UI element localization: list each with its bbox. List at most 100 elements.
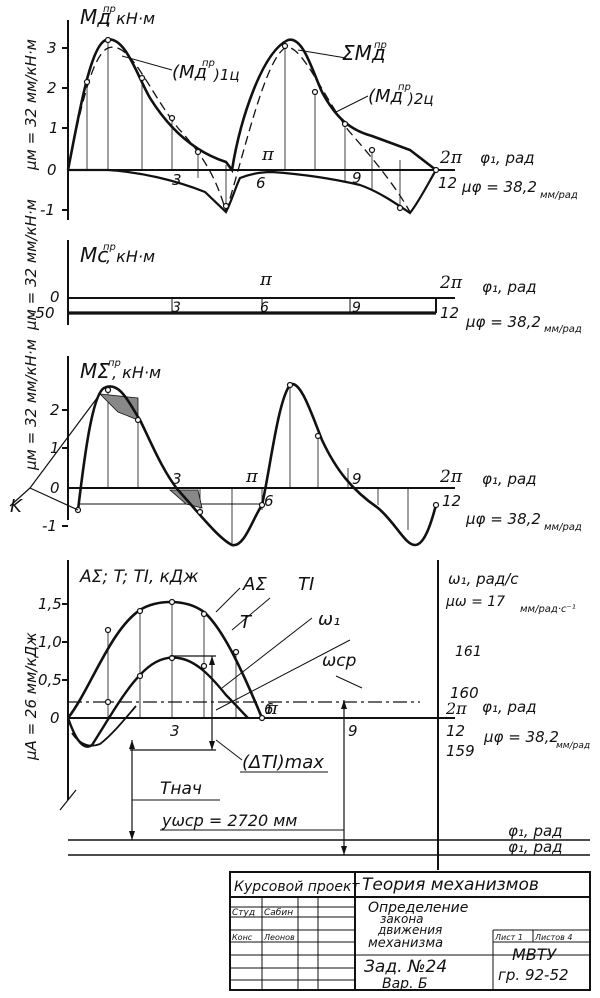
panel2-two-pi: 2π (439, 273, 463, 293)
stamp-doc-title-4: механизма (368, 936, 443, 951)
label-first-cylinder: (Mд (172, 62, 207, 83)
panel2-mark-9: 9 (352, 300, 361, 316)
stamp-org: МВТУ (512, 945, 558, 964)
panel3-ytick-1: 1 (50, 439, 60, 457)
stamp-sheets: Листов 4 (534, 933, 573, 942)
panel1-ytick-1: 1 (49, 119, 59, 137)
stamp-name-consultant: Леонов (263, 933, 295, 942)
label-second-cylinder: (Mд (368, 86, 403, 107)
curve-omega-start (71, 705, 137, 747)
panel3-axis-label: φ₁, рад (482, 470, 537, 488)
panel2-title-sup: пр (103, 242, 116, 253)
panel1-ytick-m1: -1 (40, 201, 55, 219)
lower-axis-label-1: φ₁, рад (508, 822, 563, 840)
stamp-sheet: Лист 1 (494, 933, 523, 942)
panel3-mark-9: 9 (352, 470, 362, 488)
panel-total-torque: MΣ пр , кН·м μм = 32 мм/кН·м 2 1 0 -1 K … (9, 339, 582, 547)
panel3-pi: π (245, 466, 259, 487)
panel2-ytick-0: 0 (50, 288, 60, 306)
panel2-title: Mс (80, 243, 108, 267)
label-omega-mean: ωср (322, 651, 357, 671)
omega-tick-161: 161 (455, 644, 482, 660)
panel2-mark-3: 3 (172, 300, 181, 316)
panel4-mark-6: 6 (264, 700, 274, 718)
panel2-scale: μм = 32 мм/кН·м (22, 199, 40, 331)
panel4-mark-12: 12 (446, 722, 465, 740)
panel4-mu-phi-units: мм/рад (556, 741, 590, 751)
panel3-mu-phi-units: мм/рад (544, 522, 582, 533)
panel1-ytick-0: 0 (47, 161, 57, 179)
panel4-two-pi: 2π (445, 699, 467, 718)
panel1-mark-3: 3 (172, 171, 182, 189)
panel1-title-units: , кН·м (106, 9, 155, 28)
panel3-title-units: , кН·м (112, 363, 161, 382)
stamp-role-student: Студ (232, 908, 255, 918)
panel2-pi: π (259, 269, 273, 290)
stamp-subject: Теория механизмов (362, 875, 539, 895)
panel1-title-sup: пр (103, 4, 116, 15)
stamp-doc-title-2: закона (380, 912, 424, 926)
point-k-label: K (10, 496, 23, 517)
panel3-mark-3: 3 (172, 470, 182, 488)
omega-axis-label: ω₁, рад/с (448, 570, 519, 588)
panel2-mu-phi: μφ = 38,2 (465, 313, 541, 331)
stamp-course: Курсовой проект (234, 879, 360, 895)
panel1-ytick-2: 2 (47, 79, 57, 97)
panel3-ytick-2: 2 (50, 401, 60, 419)
label-t-initial: Tнач (160, 779, 202, 799)
panel1-title: Mд (80, 5, 111, 29)
stamp-doc-title-3: движения (377, 923, 442, 937)
panel4-ytick-1-0: 1,0 (38, 633, 62, 651)
label-t: T (240, 612, 253, 633)
omega-tick-160: 160 (450, 684, 479, 702)
curve-total-torque (76, 382, 438, 547)
panel2-ytick-m50: -50 (30, 304, 55, 322)
panel4-mark-3: 3 (170, 722, 180, 740)
label-second-cylinder-sup: пр (398, 82, 411, 93)
panel3-title: MΣ (80, 359, 110, 383)
title-block: Курсовой проект Теория механизмов Студ С… (229, 871, 591, 992)
panel4-ytick-0: 0 (50, 709, 60, 727)
label-y-omega-mean: yωср = 2720 мм (161, 811, 297, 830)
panel-resistance-torque: Mс пр , кН·м μм = 32 мм/кН·м 0 -50 3 6 9… (22, 199, 582, 335)
label-first-cylinder-tail: )1ц (213, 66, 240, 84)
stamp-role-consultant: Конс (232, 933, 253, 942)
panel3-mark-12: 12 (442, 492, 461, 510)
curve-sum-lower (68, 168, 437, 215)
panel1-scale: μм = 32 мм/кН·м (22, 39, 40, 171)
panel1-mark-9: 9 (352, 169, 362, 187)
label-omega: ω₁ (318, 609, 340, 630)
panel3-ytick-0: 0 (50, 479, 60, 497)
panel4-mu-phi: μφ = 38,2 (483, 728, 559, 746)
panel4-scale: μA = 26 мм/кДж (22, 632, 40, 761)
panel3-title-sup: пр (108, 358, 121, 369)
stamp-name-student: Сабин (264, 908, 293, 918)
panel3-mu-phi: μφ = 38,2 (465, 510, 541, 528)
mu-omega: μω = 17 (445, 594, 505, 610)
panel2-mu-phi-units: мм/рад (544, 324, 582, 335)
label-delta-t-max: (ΔTI)max (242, 752, 324, 773)
panel2-title-units: , кН·м (106, 247, 155, 266)
panel4-pi: π (265, 698, 279, 719)
label-a-sum: AΣ (242, 574, 267, 595)
panel3-scale: μм = 32 мм/кН·м (22, 339, 40, 471)
panel3-mark-6: 6 (264, 492, 274, 510)
panel4-title: AΣ; T; TI, кДж (79, 567, 199, 587)
panel3-ytick-m1: -1 (42, 517, 57, 535)
panel1-axis-label: φ₁, рад (480, 149, 535, 167)
label-sum-driving-sup: пр (374, 40, 387, 51)
panel4-axis-label: φ₁, рад (482, 698, 537, 716)
mu-omega-units: мм/рад·с⁻¹ (520, 604, 576, 615)
panel1-pi: π (261, 144, 275, 165)
stamp-variant: Вар. Б (382, 976, 428, 992)
panel2-axis-label: φ₁, рад (482, 278, 537, 296)
panel1-mark-12: 12 (438, 174, 457, 192)
curve-second-cylinder (225, 47, 411, 213)
omega-tick-159: 159 (446, 742, 475, 760)
panel2-mark-6: 6 (260, 300, 269, 316)
panel1-mark-6: 6 (256, 174, 266, 192)
panel4-ytick-0-5: 0,5 (38, 671, 62, 689)
label-sum-driving: ΣMд (342, 41, 386, 65)
panel2-mark-12: 12 (440, 304, 459, 322)
